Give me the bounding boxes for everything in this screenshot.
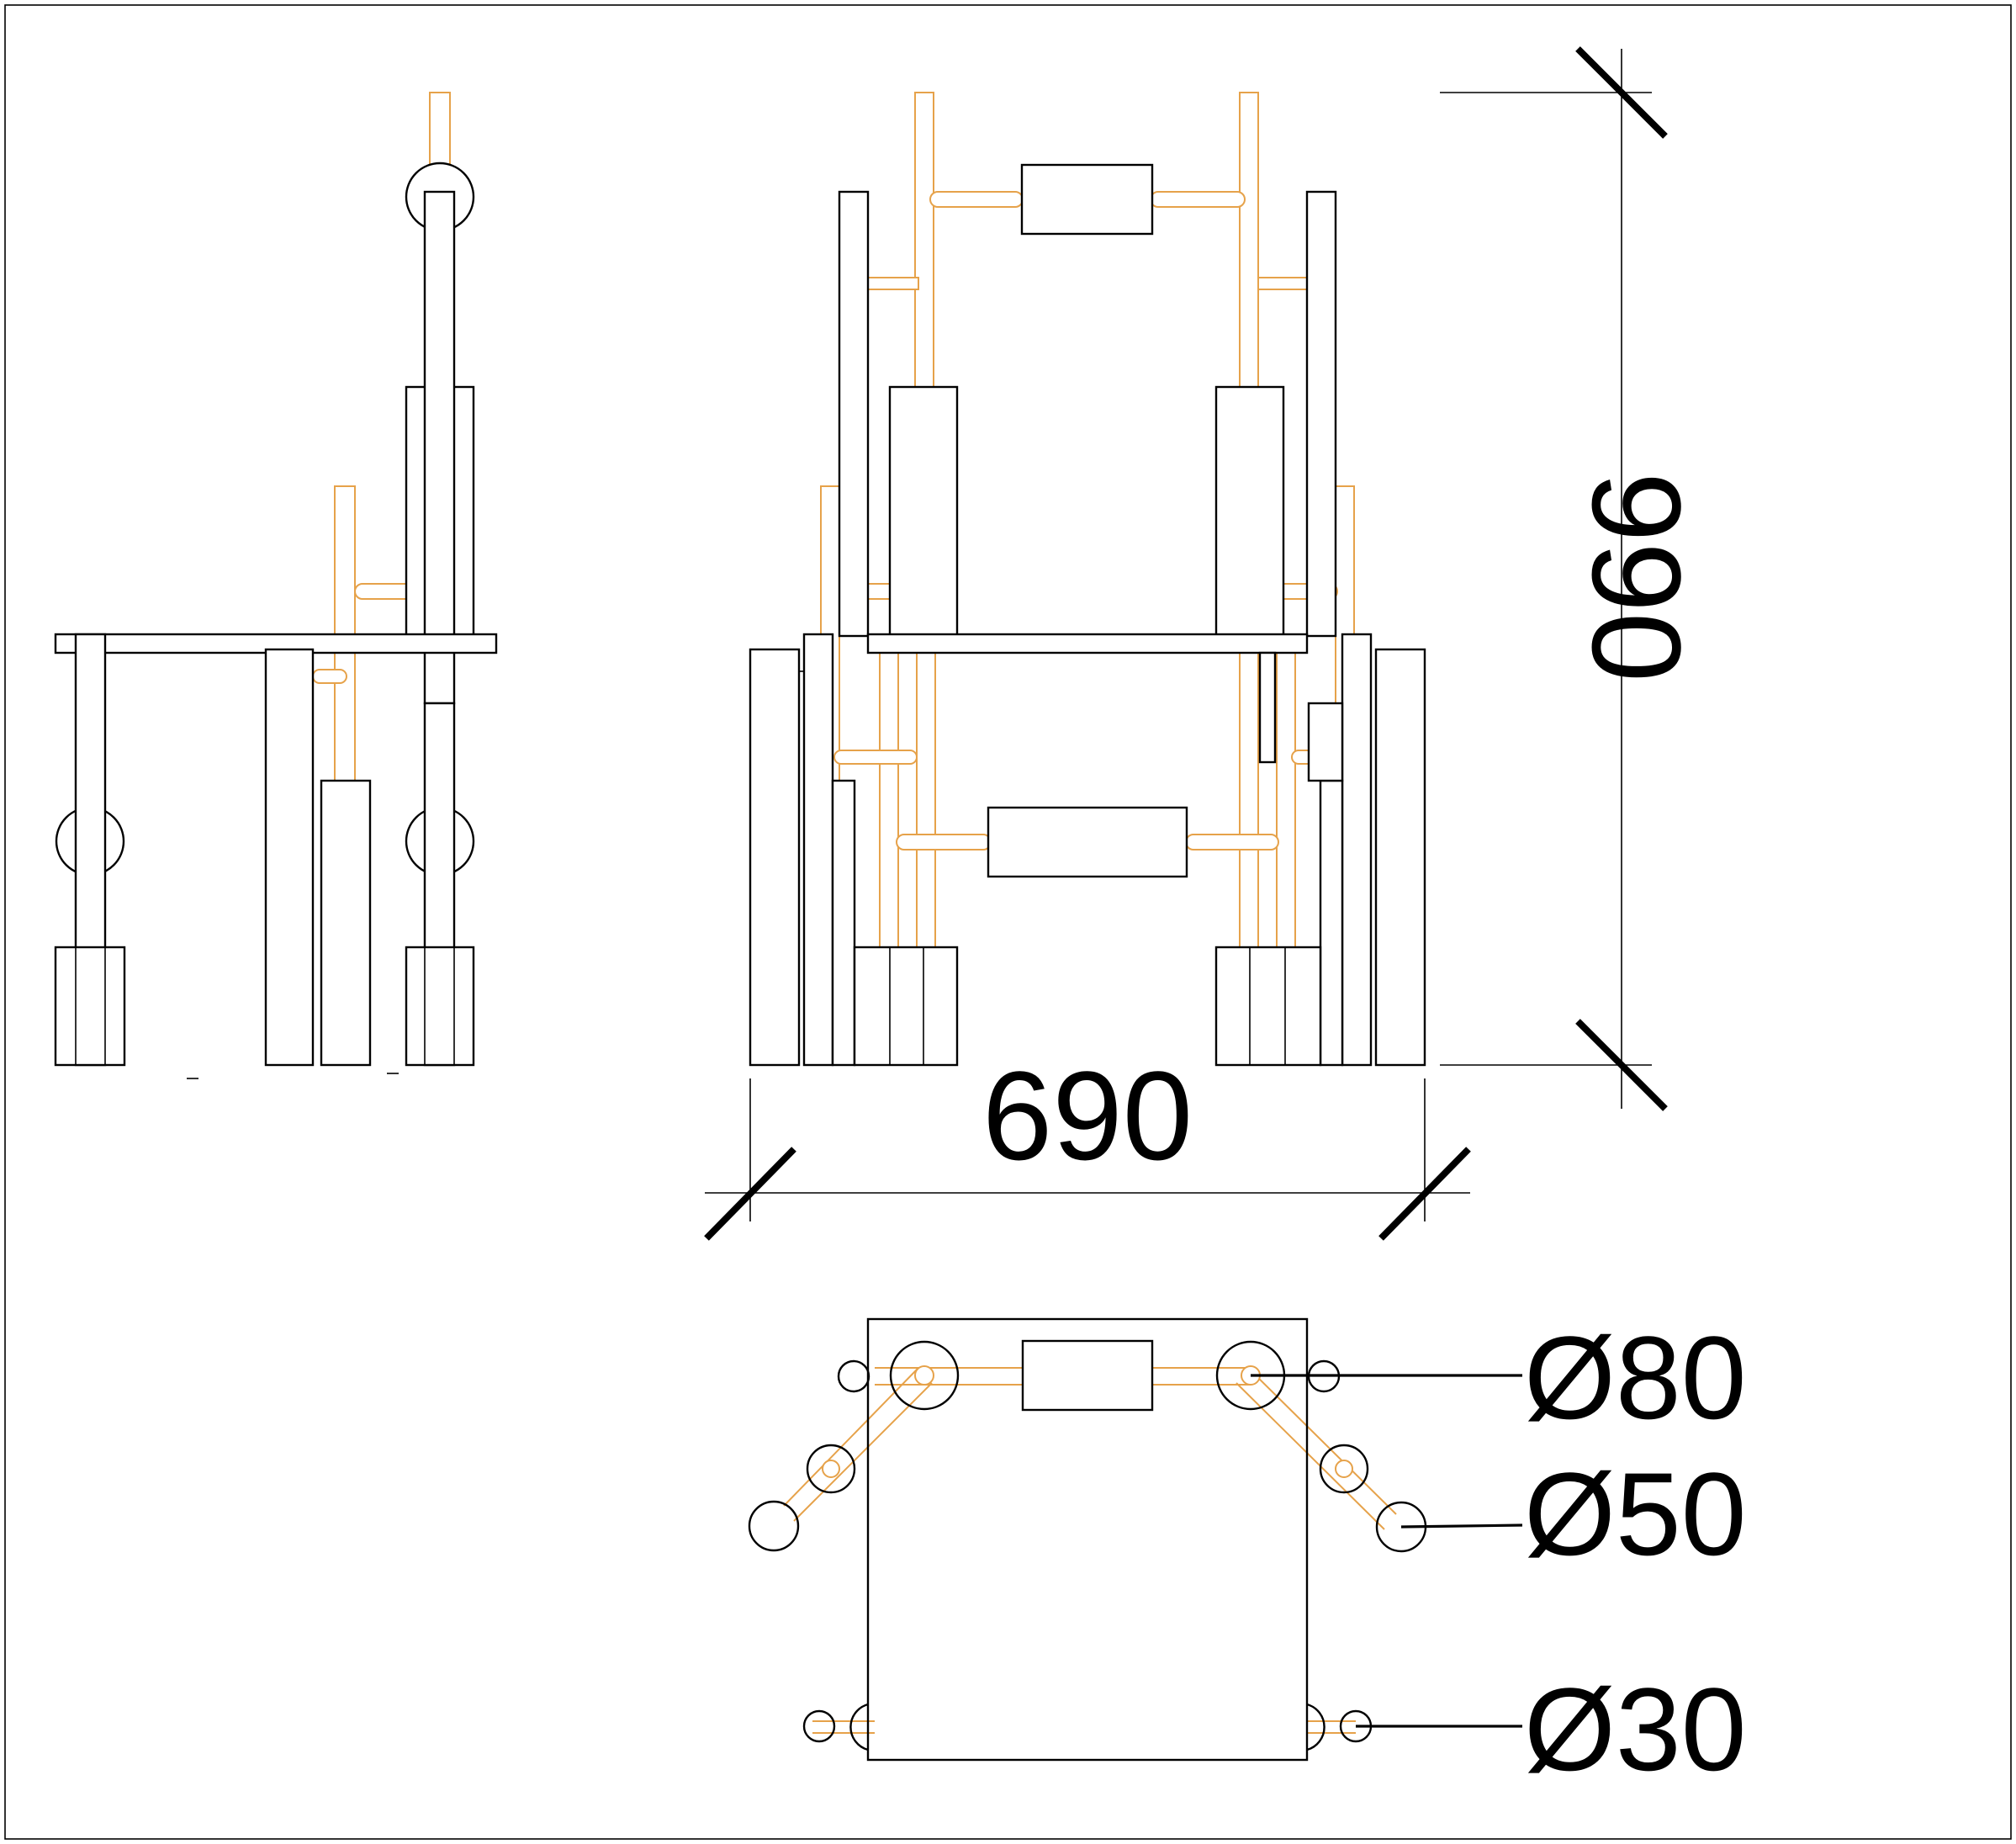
side-mid-block: [320, 779, 372, 1067]
front-lower-rod-right-1: [1239, 652, 1259, 948]
label-d80: Ø80: [1524, 1311, 1747, 1444]
height-tick-bottom: [1575, 1019, 1668, 1111]
side-mid-panel: [264, 648, 315, 1067]
front-top-rod-left: [914, 92, 934, 388]
front-outer-panel-right: [1374, 648, 1426, 1067]
top-rod-diag-right-a: [1247, 1367, 1397, 1515]
height-label: 990: [1566, 472, 1707, 682]
front-leg-left-1: [802, 633, 834, 1067]
label-d30: Ø30: [1524, 1663, 1747, 1795]
front-link-left-2: [867, 277, 919, 290]
front-foot-right: [1214, 946, 1322, 1067]
top-post-circle-left: [889, 1340, 960, 1411]
top-diag-circle-right: [1319, 1444, 1369, 1494]
side-back-foot: [405, 946, 475, 1067]
front-leg-right-2: [1319, 779, 1344, 1067]
front-view: [749, 92, 1426, 1067]
front-tall-post-right: [1305, 190, 1337, 638]
front-lower-rod-left-1: [879, 652, 899, 948]
top-front-left-arc: [849, 1703, 869, 1751]
side-view: [54, 92, 498, 1079]
leader-d50: [1400, 1523, 1523, 1529]
top-front-circle-left: [802, 1709, 836, 1743]
height-tick-top: [1575, 46, 1668, 139]
width-tick-left: [704, 1147, 796, 1241]
label-d50: Ø50: [1524, 1448, 1747, 1580]
front-headrest-box: [1020, 163, 1154, 236]
page-frame: [4, 4, 2012, 1840]
top-rod-diag-left-a: [783, 1367, 919, 1507]
front-bottom-link-right: [1185, 834, 1279, 850]
front-foot-left: [853, 946, 959, 1067]
front-lower-rod-right-3: [1276, 652, 1296, 948]
front-seat-plank: [866, 633, 1309, 654]
front-top-link-left: [929, 191, 1024, 208]
front-tall-post-left: [838, 190, 870, 638]
top-diag-circle-left: [806, 1444, 856, 1494]
top-seat-outline: [866, 1317, 1309, 1762]
height-dimension: 990: [1440, 46, 1707, 1111]
width-tick-right: [1378, 1147, 1471, 1241]
front-top-link-right: [1150, 191, 1246, 208]
width-dimension: 690: [704, 1045, 1471, 1241]
width-label: 690: [982, 1045, 1193, 1186]
front-leg-right-1: [1341, 633, 1373, 1067]
front-top-rod-right: [1239, 92, 1259, 388]
side-back-post: [423, 190, 456, 705]
top-headrest-box: [1021, 1339, 1154, 1412]
front-leg-right-3: [1307, 702, 1344, 782]
diameter-callouts: Ø80 Ø50 Ø30: [1251, 1311, 1747, 1795]
front-leg-left-2: [831, 779, 856, 1067]
front-leg-right-4: [1258, 651, 1277, 764]
front-link-right-2: [1257, 277, 1310, 290]
side-connector-2: [312, 669, 347, 684]
top-front-right-arc: [1306, 1703, 1325, 1751]
front-outer-panel-left: [749, 648, 801, 1067]
front-back-block-left: [888, 385, 959, 638]
front-footrest-box: [987, 806, 1188, 878]
top-rod-diag-right-b: [1236, 1382, 1385, 1530]
front-lower-rod-left-3: [916, 652, 936, 948]
front-back-block-right: [1214, 385, 1285, 638]
top-diag-pipe-left: [822, 1460, 840, 1478]
top-diag-pipe-right: [1335, 1460, 1353, 1478]
front-lower-rod-left-2: [897, 652, 918, 948]
top-view: [748, 1317, 1427, 1762]
side-front-foot: [54, 946, 126, 1067]
top-pipe-circle-left: [914, 1365, 934, 1386]
front-link-left-4: [833, 750, 918, 765]
top-small-circle-left: [837, 1359, 870, 1393]
top-outer-circle-left: [748, 1500, 800, 1552]
front-bottom-link-left: [896, 834, 992, 850]
